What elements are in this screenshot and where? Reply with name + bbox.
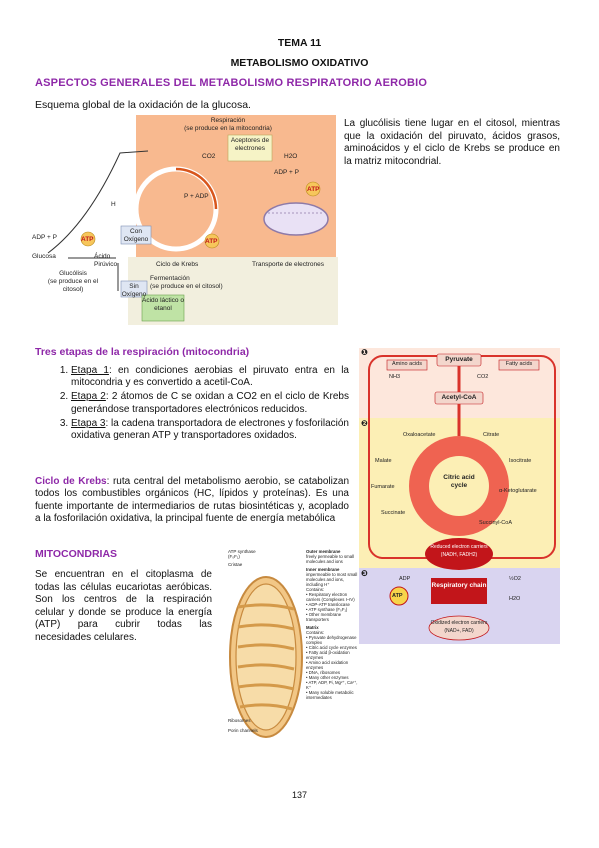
oxidized-carriers-shape bbox=[428, 615, 490, 641]
respiratory-chain-box bbox=[431, 578, 487, 604]
fig1-h2o: H2O bbox=[284, 153, 298, 160]
fumarate-label: Fumarate bbox=[371, 484, 395, 490]
membrane-legend: Outer membrane freely permeable to small… bbox=[306, 549, 358, 700]
fig2-atp: ATP bbox=[392, 593, 403, 599]
stage-3-marker: ❸ bbox=[361, 569, 368, 578]
electron-arrow bbox=[47, 150, 149, 254]
lactico-box bbox=[141, 294, 185, 322]
pyruvate-label: Pyruvate bbox=[445, 356, 473, 363]
respiratory-chain-label: Respiratory chain bbox=[431, 582, 487, 589]
membrane-ellipse bbox=[263, 202, 329, 236]
atp-synthase-label: ATP synthase (F₀F₁) bbox=[228, 549, 256, 559]
fig1-atp-right: ATP bbox=[307, 186, 320, 193]
con-oxigeno-label: Con Oxígeno bbox=[123, 228, 149, 243]
etapa-1: Etapa 1: en condiciones aerobias el piru… bbox=[71, 365, 349, 389]
porin-label: Porin channels bbox=[228, 728, 258, 733]
fig2-nh3: NH3 bbox=[389, 374, 401, 380]
krebs-paragraph: Ciclo de Krebs: ruta central del metabol… bbox=[35, 476, 349, 525]
stage-2-marker: ❷ bbox=[361, 419, 368, 428]
krebs-term: Ciclo de Krebs bbox=[35, 476, 107, 487]
succinate-label: Succinate bbox=[381, 510, 406, 516]
respiration-stages-svg bbox=[359, 348, 560, 644]
cristae-folds bbox=[237, 603, 295, 711]
ketoglutarate-label: α-Ketoglutarate bbox=[499, 488, 537, 494]
amino-acids-label: Amino acids bbox=[392, 361, 422, 367]
page-number: 137 bbox=[291, 790, 308, 800]
citric-acid-cycle-hole bbox=[429, 456, 489, 516]
fig1-h: H bbox=[111, 201, 116, 208]
con-oxigeno-box bbox=[120, 225, 152, 245]
stage-1-marker: ❶ bbox=[361, 348, 368, 357]
respiration-stages-figure: ❶ ❷ ❸ Pyruvate Amino acids Fatty acids A… bbox=[359, 348, 560, 644]
fig2-o2: ½O2 bbox=[509, 576, 521, 582]
atp-burst bbox=[389, 586, 409, 606]
aceptores-box bbox=[227, 134, 273, 162]
fig2-adp: ADP bbox=[399, 576, 411, 582]
fig1-atp-krebs: ATP bbox=[205, 238, 218, 245]
fatty-acids-box bbox=[498, 359, 540, 371]
sin-oxigeno-label: Sin Oxígeno bbox=[121, 283, 147, 298]
etapa-3: Etapa 3: la cadena transportadora de ele… bbox=[71, 418, 349, 442]
oxidized-carriers-label: Oxidized electron carriers (NAD+, FAD) bbox=[430, 620, 488, 634]
page-title: METABOLISMO OXIDATIVO bbox=[230, 57, 369, 69]
glucolisis-label: Glucólisis bbox=[59, 270, 87, 277]
fatty-acids-label: Fatty acids bbox=[505, 361, 533, 367]
ciclo-krebs-label: Ciclo de Krebs bbox=[156, 261, 199, 268]
sin-oxigeno-box bbox=[120, 280, 148, 298]
citrate-label: Citrate bbox=[483, 432, 500, 438]
succinyl-coa-label: Succinyl-CoA bbox=[479, 520, 513, 526]
aceptores-label: Aceptores de electrones bbox=[230, 137, 270, 152]
fig1-adp-p-left: ADP + P bbox=[32, 234, 57, 241]
acido-piruvico-label: Ácido Pirúvico bbox=[94, 253, 118, 268]
fig2-h2o: H2O bbox=[509, 596, 521, 602]
acido-lactico-label: Ácido láctico o etanol bbox=[142, 297, 184, 312]
glucolisis-description: La glucólisis tiene lugar en el citosol,… bbox=[344, 118, 560, 167]
transporte-label: Transporte de electrones bbox=[252, 261, 325, 268]
fermentacion-label: Fermentación bbox=[150, 275, 190, 282]
atp-burst-left bbox=[80, 231, 96, 247]
fig1-atp-left: ATP bbox=[81, 236, 94, 243]
mitochondrion-figure: ATP synthase (F₀F₁) Cristae Ribosomes Po… bbox=[226, 547, 358, 743]
ribosomes-label: Ribosomes bbox=[228, 718, 251, 723]
section-heading-aspectos: ASPECTOS GENERALES DEL METABOLISMO RESPI… bbox=[35, 77, 428, 89]
glucolisis-sub-label: (se produce en el citosol) bbox=[47, 278, 99, 293]
reduced-carriers-label: Reduced electron carriers (NADH, FADH2) bbox=[430, 544, 488, 558]
fig1-p-adp: P + ADP bbox=[184, 193, 209, 200]
etapas-list: Etapa 1: en condiciones aerobias el piru… bbox=[53, 365, 349, 444]
reduced-carriers-shape bbox=[425, 538, 493, 570]
glucose-oxidation-figure: Respiración (se produce en la mitocondri… bbox=[28, 113, 338, 325]
mitochondrion-svg bbox=[229, 576, 303, 738]
mitocondrias-paragraph: Se encuentran en el citoplasma de todas … bbox=[35, 569, 212, 643]
fig1-adp-p-right: ADP + P bbox=[274, 169, 299, 176]
amino-acids-box bbox=[386, 359, 428, 371]
fermentacion-sub-label: (se produce en el citosol) bbox=[150, 283, 223, 290]
inner-membrane bbox=[235, 583, 297, 731]
isocitrate-label: Isocitrate bbox=[509, 458, 532, 464]
atp-burst-krebs bbox=[204, 233, 220, 249]
glucosa-label: Glucosa bbox=[32, 253, 56, 260]
section-heading-etapas: Tres etapas de la respiración (mitocondr… bbox=[35, 346, 250, 358]
fig1-co2-top: CO2 bbox=[202, 153, 216, 160]
glucose-oxidation-svg bbox=[47, 115, 338, 325]
krebs-arrow bbox=[175, 167, 218, 210]
etapa-2: Etapa 2: 2 átomos de C se oxidan a CO2 e… bbox=[71, 391, 349, 415]
section-heading-mitocondrias: MITOCONDRIAS bbox=[35, 548, 118, 560]
citric-acid-cycle-label: Citric acid cycle bbox=[443, 474, 475, 489]
malate-label: Malate bbox=[375, 458, 392, 464]
oxaloacetate-label: Oxaloacetate bbox=[403, 432, 436, 438]
respiracion-sub-label: (se produce en la mitocondria) bbox=[184, 125, 272, 132]
fig2-co2-top: CO2 bbox=[477, 374, 489, 380]
cristae-label: Cristae bbox=[228, 562, 243, 567]
figure1-caption: Esquema global de la oxidación de la glu… bbox=[35, 99, 251, 111]
acetyl-coa-label: Acetyl-CoA bbox=[441, 394, 477, 401]
atp-burst-chain bbox=[305, 181, 321, 197]
respiracion-label: Respiración bbox=[210, 117, 246, 124]
tema-number: TEMA 11 bbox=[277, 37, 322, 49]
